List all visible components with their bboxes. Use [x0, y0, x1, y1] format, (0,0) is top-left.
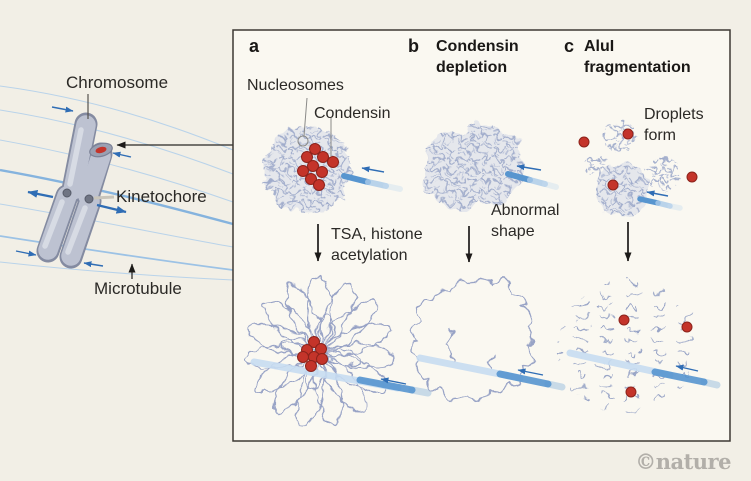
- microtubule-direction-arrow: [646, 190, 669, 197]
- microtubule-through-fragments: [566, 349, 721, 389]
- kinetochore-label: Kinetochore: [116, 187, 207, 206]
- chromosome-illustration: [36, 112, 115, 269]
- condensin-dots: [578, 128, 698, 191]
- condensin-dots: [297, 336, 328, 372]
- chromosome-label: Chromosome: [66, 73, 169, 92]
- panel-b-depleted-chromatin: [423, 122, 559, 263]
- tsa-treatment-label: TSA, histone acetylation: [331, 226, 423, 264]
- abnormal-shape-label: Abnormal shape: [491, 202, 560, 240]
- kinetochore-dot: [62, 188, 72, 198]
- microtubule-direction-arrow: [675, 364, 699, 372]
- panel-b-title: Condensin depletion: [436, 38, 519, 77]
- panel-a-expanded-chromatin-flower: [244, 276, 432, 427]
- microtubule-through-flower: [250, 358, 432, 397]
- microtubule-direction-arrow: [361, 166, 385, 173]
- condensin-label: Condensin: [314, 105, 391, 122]
- chromatid-cross-section: [89, 142, 113, 158]
- nucleosomes-leader-line: [303, 97, 308, 137]
- microtubule-stub: [637, 196, 683, 211]
- nucleosomes-label: Nucleosomes: [247, 77, 344, 94]
- microtubule-direction-arrow: [516, 164, 542, 171]
- movement-arrow-icons: [15, 106, 132, 268]
- microtubule-direction-arrow: [517, 368, 544, 376]
- nature-credit: ©nature: [635, 449, 731, 474]
- microtubule-direction-arrow: [380, 377, 407, 385]
- panel-c-droplets: [578, 121, 698, 262]
- microtubule-stub: [341, 173, 403, 192]
- microtubule-label: Microtubule: [94, 279, 182, 298]
- microtubule-through-outline: [416, 354, 566, 391]
- panel-a-letter: a: [249, 36, 260, 56]
- nucleosome-marker-circle: [297, 135, 309, 147]
- panel-c-letter: c: [564, 36, 575, 56]
- condensin-dots: [297, 143, 339, 191]
- panel-b-decondensed-outline: [410, 278, 566, 401]
- microtubule-stub: [505, 171, 559, 190]
- panel-b-letter: b: [408, 36, 419, 56]
- kinetochore-leader-line: [93, 195, 115, 200]
- panel-c-title: AluI fragmentation: [584, 38, 691, 77]
- panel-c-fragmented-chromatin: [557, 281, 721, 413]
- kinetochore-dot: [84, 194, 94, 204]
- panel-a-condensed-chromatin: [264, 97, 403, 262]
- condensin-dots: [618, 314, 693, 398]
- droplets-form-label: Droplets form: [644, 106, 704, 144]
- spindle-microtubule-lines: [0, 85, 234, 281]
